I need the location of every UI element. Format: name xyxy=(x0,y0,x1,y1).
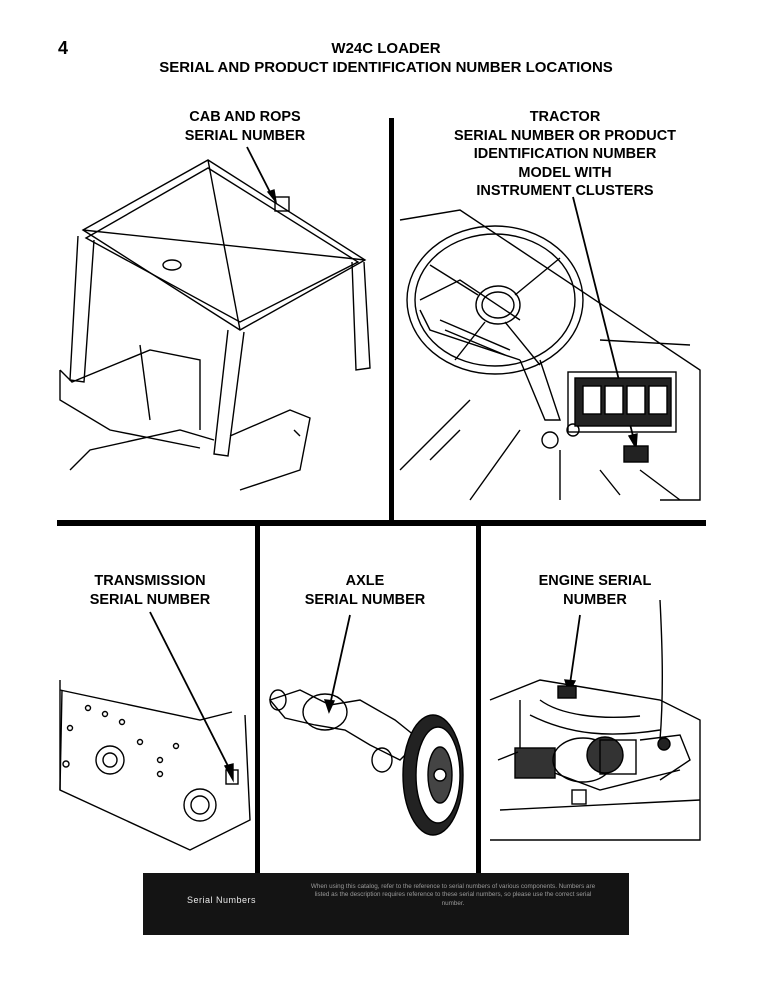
transmission-caption-line-2: SERIAL NUMBER xyxy=(89,591,211,608)
divider-horizontal xyxy=(57,520,706,526)
footer-label: Serial Numbers xyxy=(187,895,257,905)
divider-bottom-left xyxy=(255,522,260,874)
divider-bottom-right xyxy=(476,522,481,874)
engine-caption-line-2: NUMBER xyxy=(563,591,627,608)
cab-caption: CAB AND ROPS SERIAL NUMBER xyxy=(170,108,320,145)
transmission-caption: TRANSMISSION SERIAL NUMBER xyxy=(70,572,230,609)
tractor-caption-line-3: IDENTIFICATION NUMBER xyxy=(473,146,657,162)
page-number: 4 xyxy=(58,38,69,58)
tractor-caption-line-2: SERIAL NUMBER OR PRODUCT xyxy=(453,127,677,144)
divider-top-vertical xyxy=(389,118,394,522)
tractor-caption-line-4: MODEL WITH xyxy=(518,164,612,181)
cab-caption-line-1: CAB AND ROPS xyxy=(189,109,301,125)
tractor-caption: TRACTOR SERIAL NUMBER OR PRODUCT IDENTIF… xyxy=(425,108,705,201)
cab-caption-line-2: SERIAL NUMBER xyxy=(184,127,306,144)
page-title: W24C LOADER xyxy=(331,40,441,57)
axle-caption: AXLE SERIAL NUMBER xyxy=(290,572,440,609)
axle-caption-line-2: SERIAL NUMBER xyxy=(304,591,426,608)
tractor-caption-line-5: INSTRUMENT CLUSTERS xyxy=(476,183,654,199)
transmission-caption-line-1: TRANSMISSION xyxy=(94,573,206,589)
tractor-caption-line-1: TRACTOR xyxy=(529,109,601,125)
serial-numbers-footer: Serial Numbers When using this catalog, … xyxy=(143,873,629,935)
footer-note: When using this catalog, refer to the re… xyxy=(310,883,596,907)
engine-caption-line-1: ENGINE SERIAL xyxy=(538,573,652,589)
engine-caption: ENGINE SERIAL NUMBER xyxy=(510,572,680,609)
axle-caption-line-1: AXLE xyxy=(345,573,385,589)
page-subtitle: SERIAL AND PRODUCT IDENTIFICATION NUMBER… xyxy=(159,59,613,76)
